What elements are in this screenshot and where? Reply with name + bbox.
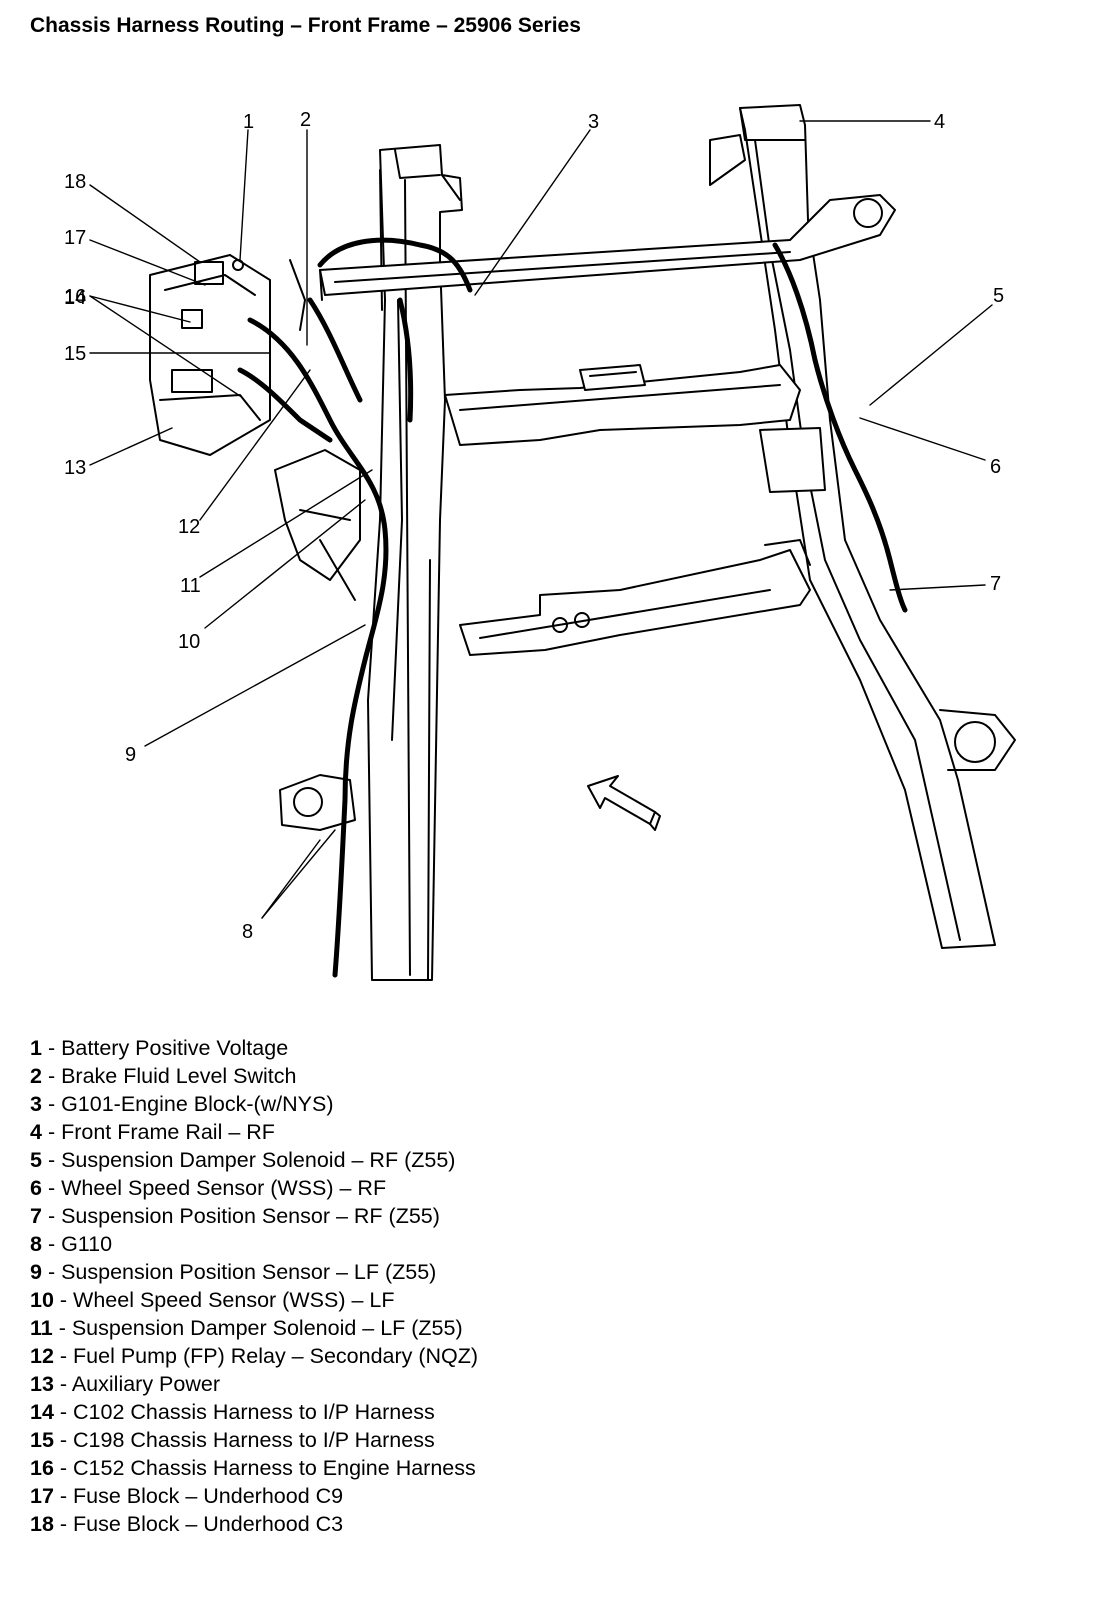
legend-item: 15 - C198 Chassis Harness to I/P Harness bbox=[30, 1428, 435, 1452]
left-suspension-bracket bbox=[274, 449, 361, 601]
callout-8: 8 bbox=[242, 921, 253, 943]
legend-number: 10 bbox=[30, 1288, 54, 1312]
legend-label: Suspension Damper Solenoid – LF (Z55) bbox=[71, 1316, 463, 1340]
legend-number: 8 bbox=[30, 1232, 42, 1256]
legend-number: 17 bbox=[30, 1484, 54, 1508]
callout-13: 13 bbox=[64, 457, 86, 479]
legend-item: 8 - G110 bbox=[30, 1232, 113, 1256]
legend-item: 6 - Wheel Speed Sensor (WSS) – RF bbox=[30, 1176, 387, 1200]
callout-legend: 1 - Battery Positive Voltage 2 - Brake F… bbox=[30, 1034, 1090, 1538]
callout-2: 2 bbox=[300, 109, 311, 131]
lower-crossmember bbox=[459, 539, 811, 656]
legend-label: C152 Chassis Harness to Engine Harness bbox=[73, 1456, 476, 1480]
legend-label: C198 Chassis Harness to I/P Harness bbox=[73, 1428, 435, 1452]
legend-number: 18 bbox=[30, 1512, 54, 1536]
chassis-frame-illustration: 1 2 3 4 5 6 7 8 9 10 11 12 13 14 15 16 1… bbox=[64, 104, 1016, 981]
legend-number: 2 bbox=[30, 1064, 42, 1088]
legend-label: Battery Positive Voltage bbox=[61, 1036, 289, 1060]
legend-label: G101-Engine Block-(w/NYS) bbox=[61, 1092, 334, 1116]
callout-9: 9 bbox=[125, 744, 136, 766]
callout-17: 17 bbox=[64, 227, 86, 249]
underhood-fuse-block bbox=[149, 254, 306, 456]
legend-item: 16 - C152 Chassis Harness to Engine Harn… bbox=[30, 1456, 476, 1480]
legend-item: 3 - G101-Engine Block-(w/NYS) bbox=[30, 1092, 334, 1116]
legend-label: Brake Fluid Level Switch bbox=[61, 1064, 297, 1088]
legend-number: 6 bbox=[30, 1176, 42, 1200]
callout-numbers: 1 2 3 4 5 6 7 8 9 10 11 12 13 14 15 16 1… bbox=[64, 109, 1004, 943]
legend-label: C102 Chassis Harness to I/P Harness bbox=[73, 1400, 435, 1424]
legend-number: 15 bbox=[30, 1428, 54, 1452]
legend-item: 10 - Wheel Speed Sensor (WSS) – LF bbox=[30, 1288, 395, 1312]
callout-16: 16 bbox=[64, 286, 86, 308]
legend-label: Fuse Block – Underhood C3 bbox=[73, 1512, 344, 1536]
legend-item: 5 - Suspension Damper Solenoid – RF (Z55… bbox=[30, 1148, 456, 1172]
legend-item: 13 - Auxiliary Power bbox=[30, 1372, 221, 1396]
legend-label: Front Frame Rail – RF bbox=[61, 1120, 275, 1144]
legend-item: 4 - Front Frame Rail – RF bbox=[30, 1120, 275, 1144]
legend-item: 11 - Suspension Damper Solenoid – LF (Z5… bbox=[30, 1316, 463, 1340]
callout-leader-lines bbox=[89, 120, 993, 919]
callout-10: 10 bbox=[178, 631, 200, 653]
legend-label: Suspension Position Sensor – RF (Z55) bbox=[61, 1204, 440, 1228]
callout-6: 6 bbox=[990, 456, 1001, 478]
legend-number: 12 bbox=[30, 1344, 54, 1368]
legend-number: 7 bbox=[30, 1204, 42, 1228]
legend-number: 16 bbox=[30, 1456, 54, 1480]
legend-number: 13 bbox=[30, 1372, 54, 1396]
diagram-title: Chassis Harness Routing – Front Frame – … bbox=[30, 14, 581, 37]
legend-label: Suspension Position Sensor – LF (Z55) bbox=[61, 1260, 437, 1284]
legend-item: 14 - C102 Chassis Harness to I/P Harness bbox=[30, 1400, 435, 1424]
legend-label: Auxiliary Power bbox=[71, 1372, 221, 1396]
legend-item: 18 - Fuse Block – Underhood C3 bbox=[30, 1512, 344, 1536]
legend-number: 11 bbox=[30, 1316, 53, 1340]
left-body-mount bbox=[279, 774, 356, 831]
upper-crossmember bbox=[444, 364, 826, 493]
legend-label: Wheel Speed Sensor (WSS) – RF bbox=[61, 1176, 387, 1200]
callout-1: 1 bbox=[243, 111, 254, 133]
callout-12: 12 bbox=[178, 516, 200, 538]
legend-item: 1 - Battery Positive Voltage bbox=[30, 1036, 289, 1060]
legend-number: 5 bbox=[30, 1148, 42, 1172]
legend-item: 17 - Fuse Block – Underhood C9 bbox=[30, 1484, 344, 1508]
callout-18: 18 bbox=[64, 171, 86, 193]
callout-11: 11 bbox=[180, 575, 201, 597]
legend-label: Wheel Speed Sensor (WSS) – LF bbox=[73, 1288, 395, 1312]
legend-label: G110 bbox=[61, 1232, 113, 1256]
legend-number: 9 bbox=[30, 1260, 42, 1284]
callout-7: 7 bbox=[990, 573, 1001, 595]
legend-item: 12 - Fuel Pump (FP) Relay – Secondary (N… bbox=[30, 1344, 479, 1368]
legend-label: Fuel Pump (FP) Relay – Secondary (NQZ) bbox=[73, 1344, 479, 1368]
legend-label: Suspension Damper Solenoid – RF (Z55) bbox=[61, 1148, 456, 1172]
legend-item: 7 - Suspension Position Sensor – RF (Z55… bbox=[30, 1204, 440, 1228]
legend-label: Fuse Block – Underhood C9 bbox=[73, 1484, 344, 1508]
legend-item: 9 - Suspension Position Sensor – LF (Z55… bbox=[30, 1260, 437, 1284]
callout-15: 15 bbox=[64, 343, 86, 365]
legend-number: 14 bbox=[30, 1400, 54, 1424]
callout-14: 14 bbox=[64, 287, 86, 309]
legend-number: 3 bbox=[30, 1092, 42, 1116]
callout-3: 3 bbox=[588, 111, 599, 133]
direction-arrow-icon bbox=[587, 775, 661, 831]
legend-number: 4 bbox=[30, 1120, 42, 1144]
callout-5: 5 bbox=[993, 285, 1004, 307]
legend-number: 1 bbox=[30, 1036, 42, 1060]
legend-item: 2 - Brake Fluid Level Switch bbox=[30, 1064, 297, 1088]
left-frame-rail bbox=[367, 144, 463, 981]
callout-4: 4 bbox=[934, 111, 945, 133]
chassis-harness bbox=[237, 237, 908, 978]
